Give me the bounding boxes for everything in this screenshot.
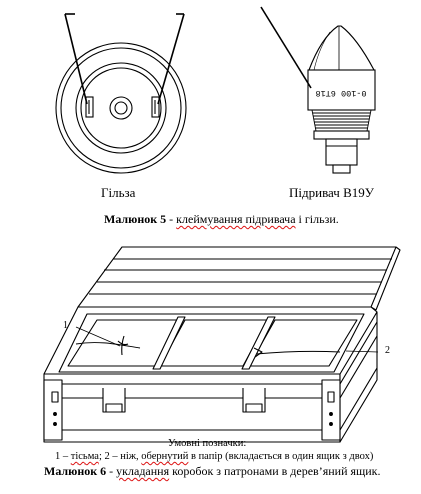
fuse-drawing xyxy=(260,6,376,174)
callout-1: 1 xyxy=(63,320,68,331)
fuse-marking-text: 0-100 6T18 xyxy=(315,88,366,98)
figure-6-caption: Малюнок 6 - укладання коробок з патронам… xyxy=(44,464,381,478)
figure-5-number: Малюнок 5 xyxy=(104,212,167,226)
legend-title: Умовні позначки: xyxy=(168,438,247,449)
legend-text: 1 – тісьма; 2 – ніж, обернутий в папір (… xyxy=(55,451,374,462)
figure-5-caption-text: клеймування підривача xyxy=(176,212,296,226)
figure-6-caption-text: укладання xyxy=(116,464,170,478)
callout-2: 2 xyxy=(385,345,390,356)
wooden-box-drawing xyxy=(43,246,401,443)
figure-6-number: Малюнок 6 xyxy=(44,464,107,478)
fuse-label: Підривач В19У xyxy=(289,185,374,200)
cartridge-case-label: Гільза xyxy=(101,185,136,200)
figure-5-caption: Малюнок 5 - клеймування підривача і гіль… xyxy=(104,212,339,226)
cartridge-case-drawing xyxy=(55,13,187,174)
